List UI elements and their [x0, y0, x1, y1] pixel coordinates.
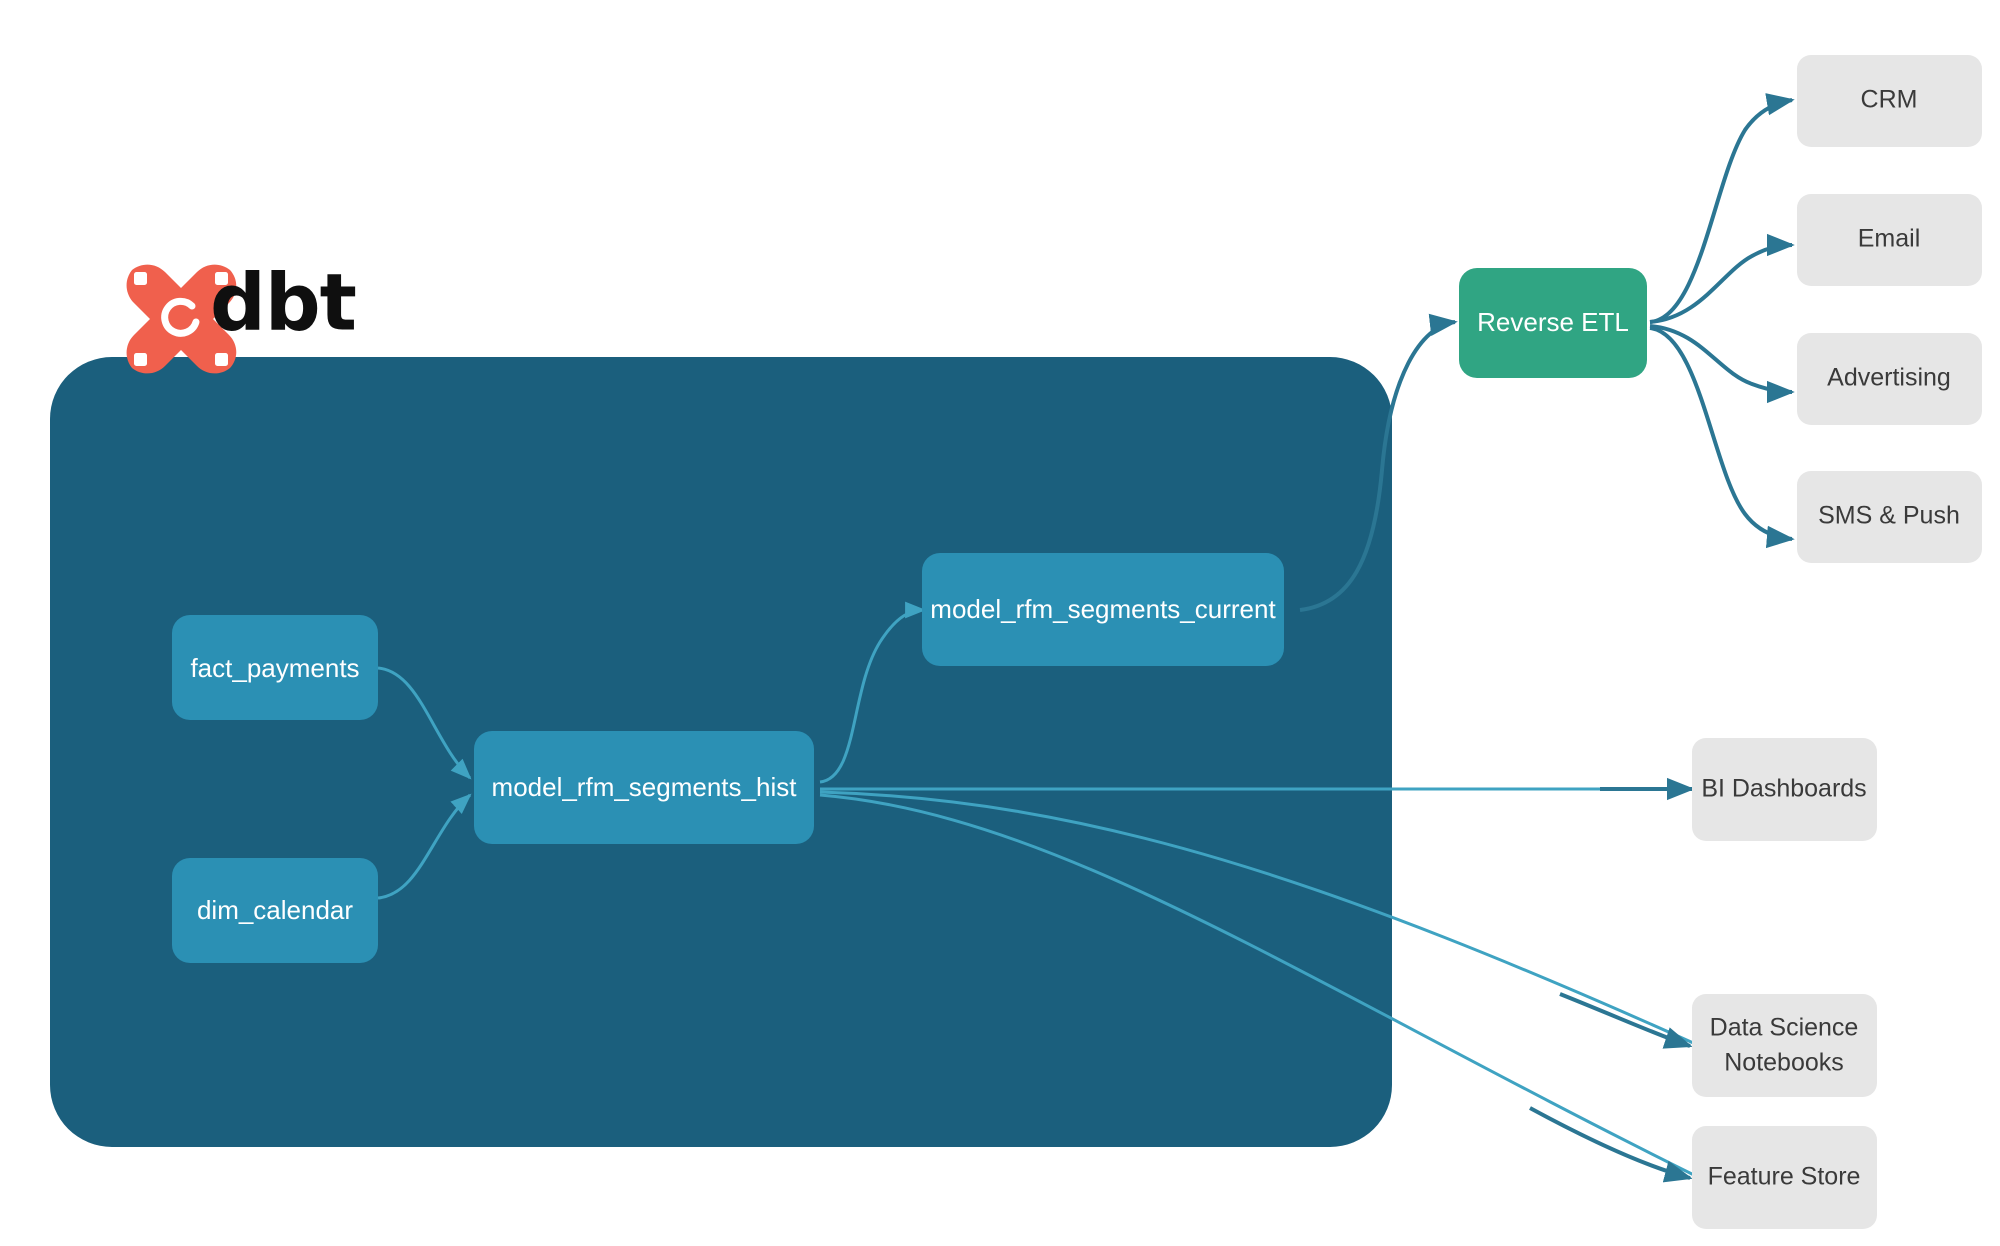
consumer-box-feature-store[interactable]: Feature Store: [1692, 1126, 1877, 1229]
destination-box-email[interactable]: Email: [1797, 194, 1982, 286]
model-node-rfm-segments-current[interactable]: model_rfm_segments_current: [922, 553, 1284, 666]
reverse-etl-label: Reverse ETL: [1477, 307, 1629, 337]
model-nodes: fact_payments dim_calendar model_rfm_seg…: [172, 553, 1284, 963]
edge-hist-to-current: [819, 601, 927, 784]
dbt-brand-lockup: dbt: [126, 258, 357, 374]
consumer-box-bi-dashboards[interactable]: BI Dashboards: [1692, 738, 1877, 841]
external-edges: [1299, 93, 1795, 1183]
destination-box-crm-label: CRM: [1861, 86, 1918, 114]
edge-reverse-etl-to-sms-push: [1649, 326, 1795, 549]
model-node-fact-payments-label: fact_payments: [190, 653, 359, 683]
edge-reverse-etl-to-crm: [1649, 93, 1795, 324]
consumer-box-data-science-notebooks-label-line1: Data Science: [1710, 1014, 1859, 1042]
destination-box-advertising-label: Advertising: [1827, 364, 1951, 392]
edge-reverse-etl-to-advertising: [1649, 324, 1795, 404]
edge-reverse-etl-to-email: [1649, 233, 1795, 324]
destination-box-email-label: Email: [1858, 225, 1921, 253]
model-node-dim-calendar-label: dim_calendar: [197, 895, 353, 925]
model-node-fact-payments[interactable]: fact_payments: [172, 615, 378, 720]
arrowhead-edge-data-science: [1559, 992, 1693, 1049]
reverse-etl-node[interactable]: Reverse ETL: [1459, 268, 1647, 378]
edge-dim-calendar-to-hist: [377, 793, 472, 900]
dbt-x-logo-icon: [126, 264, 237, 374]
model-node-dim-calendar[interactable]: dim_calendar: [172, 858, 378, 963]
analytics-consumers: BI Dashboards Data Science Notebooks Fea…: [1692, 738, 1877, 1229]
edge-hist-to-data-science: [819, 790, 1701, 1048]
edge-fact-payments-to-hist: [377, 666, 472, 780]
edge-current-to-reverse-etl: [1299, 313, 1458, 612]
activation-destinations: CRM Email Advertising SMS & Push: [1797, 55, 1982, 563]
model-node-rfm-segments-hist[interactable]: model_rfm_segments_hist: [474, 731, 814, 844]
consumer-box-bi-dashboards-label: BI Dashboards: [1701, 775, 1866, 803]
consumer-box-feature-store-label: Feature Store: [1708, 1163, 1861, 1191]
edge-hist-to-feature-store: [819, 793, 1701, 1180]
destination-box-advertising[interactable]: Advertising: [1797, 333, 1982, 425]
internal-edges: [377, 601, 1701, 1180]
dbt-wordmark: dbt: [210, 258, 356, 348]
destination-box-crm[interactable]: CRM: [1797, 55, 1982, 147]
consumer-box-data-science-notebooks[interactable]: Data Science Notebooks: [1692, 994, 1877, 1097]
model-node-rfm-segments-hist-label: model_rfm_segments_hist: [492, 772, 798, 802]
destination-box-sms-push-label: SMS & Push: [1818, 502, 1960, 530]
model-node-rfm-segments-current-label: model_rfm_segments_current: [930, 594, 1276, 624]
consumer-box-data-science-notebooks-label-line2: Notebooks: [1724, 1049, 1844, 1077]
arrowhead-edge-feature-store: [1529, 1106, 1693, 1183]
destination-box-sms-push[interactable]: SMS & Push: [1797, 471, 1982, 563]
